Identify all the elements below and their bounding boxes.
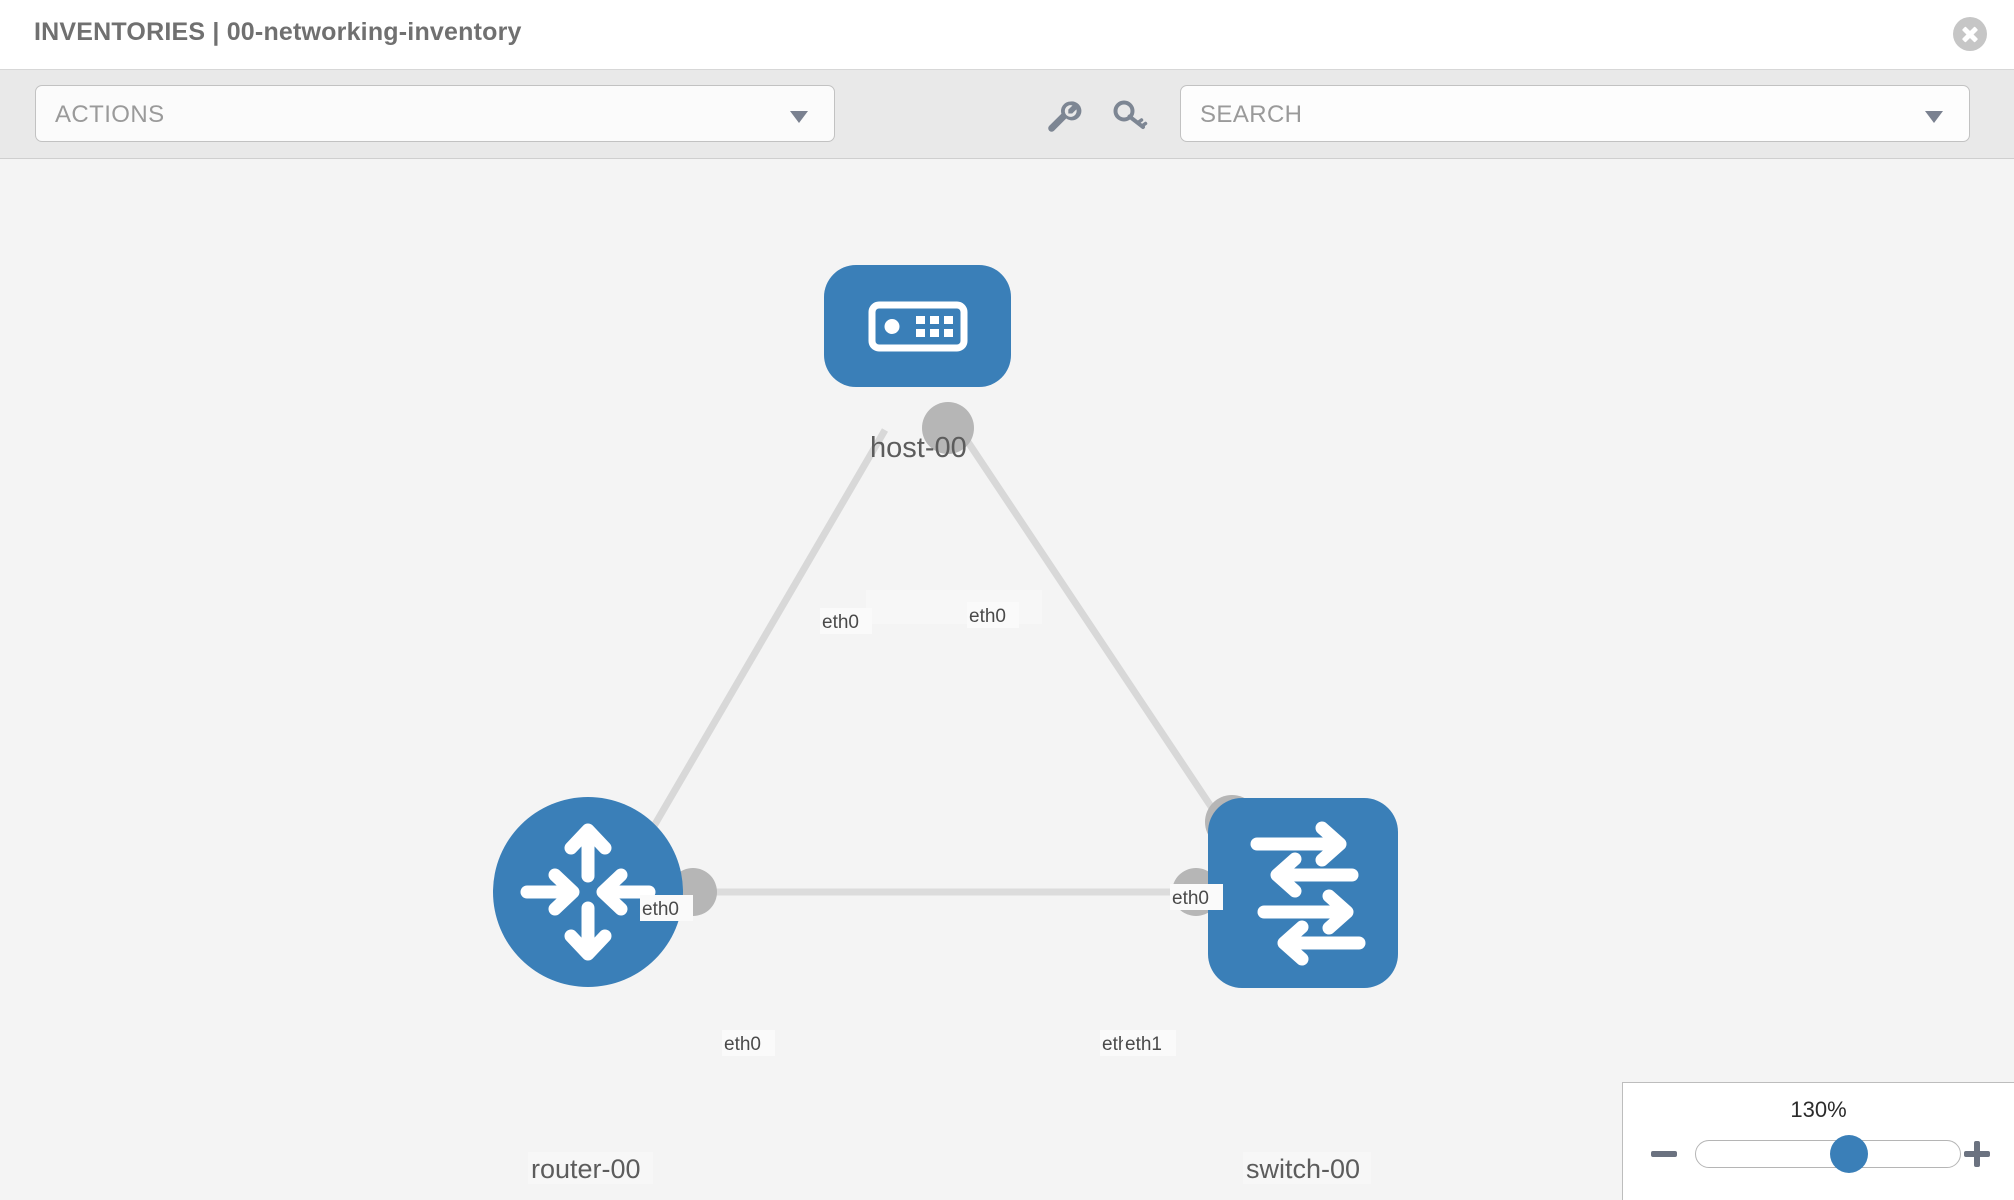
connector-host00-right [922, 402, 974, 454]
topology-links [636, 428, 1243, 896]
topology-canvas[interactable]: host-00 [0, 160, 2014, 1200]
node-host-00[interactable]: host-00 [824, 265, 1042, 624]
zoom-slider[interactable] [1695, 1135, 1961, 1173]
zoom-slider-thumb[interactable] [1830, 1135, 1869, 1173]
iface-label-host00-left: eth0 [822, 612, 859, 633]
chevron-down-icon [790, 111, 808, 123]
search-placeholder: SEARCH [1200, 101, 1303, 128]
topology-graph: host-00 [493, 265, 1398, 1184]
wrench-icon[interactable] [1040, 94, 1084, 138]
node-switch-00[interactable]: switch-00 [1208, 798, 1398, 1184]
iface-label-host00-right: eth0 [969, 606, 1006, 627]
search-input[interactable]: SEARCH [1180, 85, 1970, 142]
link-host00-router00[interactable] [636, 428, 889, 852]
node-router-00[interactable]: router-00 [493, 797, 683, 1184]
iface-label-switch00-uplink: eth0 [1172, 888, 1209, 909]
iface-label-switch00-west: eth1 [1125, 1034, 1162, 1055]
key-icon[interactable] [1108, 94, 1152, 138]
iface-label-switch00-west-overlap: eth [1102, 1034, 1128, 1055]
topology-connectors [669, 402, 1259, 916]
close-icon[interactable] [1953, 17, 1987, 51]
interface-labels: eth0 eth0 eth0 eth0 eth0 eth eth1 [640, 602, 1223, 1056]
iface-label-router00-east: eth0 [724, 1034, 761, 1055]
zoom-out-button[interactable] [1649, 1139, 1679, 1169]
node-label-switch-00: switch-00 [1246, 1154, 1360, 1184]
router-arrows-icon [520, 823, 656, 961]
page-title: INVENTORIES | 00-networking-inventory [34, 18, 522, 46]
chevron-down-icon[interactable] [1925, 111, 1943, 123]
node-label-router-00: router-00 [531, 1154, 641, 1184]
page-header: INVENTORIES | 00-networking-inventory [0, 0, 2014, 70]
node-label-host-00: host-00 [870, 432, 967, 464]
zoom-level-label: 130% [1790, 1097, 1847, 1122]
link-host00-switch00[interactable] [957, 428, 1243, 852]
iface-label-router00-uplink: eth0 [642, 899, 679, 920]
zoom-control-panel: 130% [1622, 1082, 2014, 1200]
switch-arrows-icon [1250, 821, 1366, 966]
actions-dropdown[interactable]: ACTIONS [35, 85, 835, 142]
zoom-in-button[interactable] [1962, 1139, 1992, 1169]
actions-dropdown-label: ACTIONS [55, 101, 165, 128]
toolbar: ACTIONS SEARCH [0, 70, 2014, 159]
server-icon [868, 301, 968, 352]
